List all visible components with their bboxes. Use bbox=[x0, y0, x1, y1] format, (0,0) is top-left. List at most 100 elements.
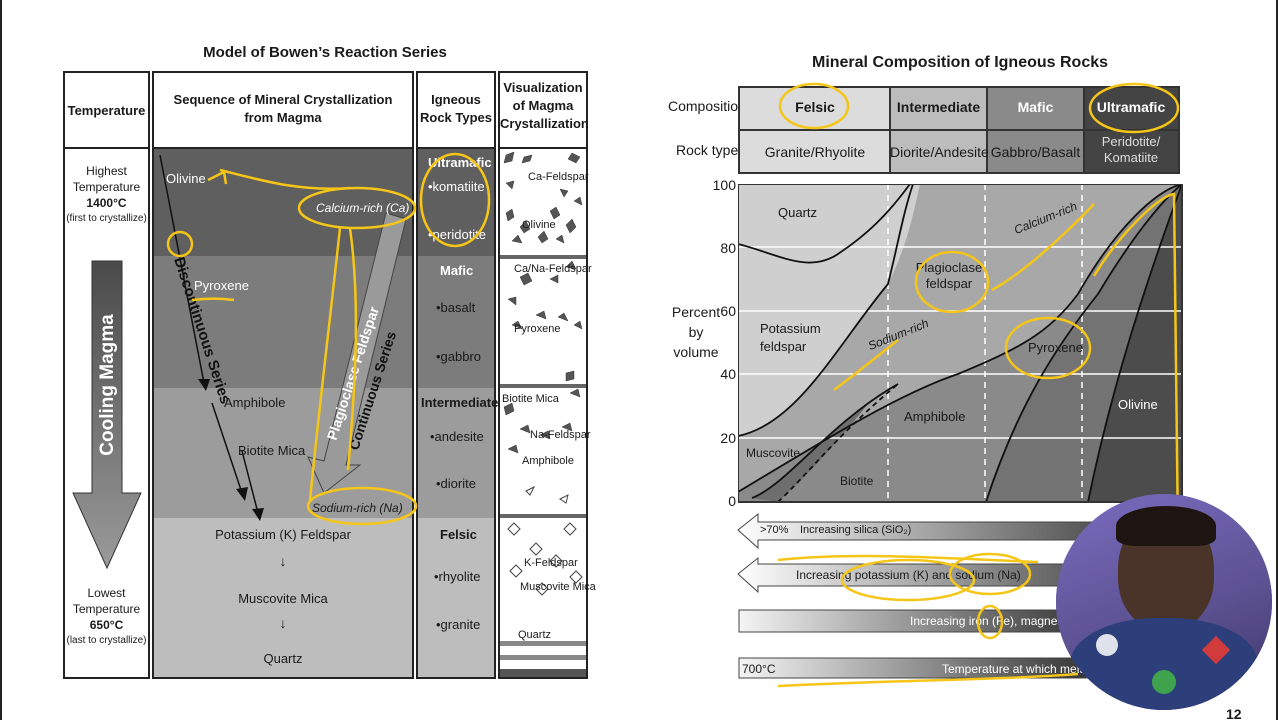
right-annotations bbox=[777, 82, 1180, 688]
cell-granite bbox=[740, 130, 890, 172]
vis-biotite: Biotite Mica bbox=[502, 393, 559, 405]
band-felsic bbox=[154, 518, 412, 677]
sweater-pattern bbox=[1152, 670, 1176, 694]
y-tick-20: 20 bbox=[720, 430, 736, 446]
rock-ultramafic: Ultramafic bbox=[428, 155, 492, 170]
vis-olivine: Olivine bbox=[522, 219, 556, 231]
rock-felsic: Felsic bbox=[440, 527, 477, 542]
mineral-amphibole: Amphibole bbox=[224, 395, 286, 410]
table-row-divider bbox=[740, 129, 1178, 131]
mineral-olivine: Olivine bbox=[166, 171, 206, 186]
region-plagioclase-feldspar: Plagioclase feldspar bbox=[915, 260, 983, 291]
vis-quartz: Quartz bbox=[518, 629, 552, 641]
region-muscovite: Muscovite bbox=[746, 446, 801, 460]
rock-basalt: •basalt bbox=[436, 300, 476, 315]
header-divider bbox=[65, 147, 148, 149]
cell-gabbro bbox=[987, 130, 1084, 172]
header-divider bbox=[500, 147, 586, 149]
y-axis-label-line: by bbox=[688, 324, 704, 340]
trend-iron-magnesium: Increasing iron (Fe), magnesium bbox=[910, 614, 1083, 628]
temperature-column: Temperature Highest Temperature 1400°C (… bbox=[63, 71, 150, 679]
panel-divider bbox=[500, 655, 586, 660]
vis-na-feldspar: Na-Feldspar bbox=[530, 429, 591, 441]
row-label-composition: Composition bbox=[668, 98, 746, 114]
rock-granite: •granite bbox=[436, 617, 481, 632]
trend-bars bbox=[737, 512, 1093, 679]
vis-cana-feldspar: Ca/Na-Feldspar bbox=[514, 263, 592, 275]
cell-diorite bbox=[890, 130, 987, 172]
panel-divider bbox=[500, 514, 586, 518]
rock-mafic: Mafic bbox=[440, 263, 474, 278]
region-pyroxene: Pyroxene bbox=[1028, 340, 1083, 355]
header-divider bbox=[418, 147, 494, 149]
temp-high-line: Highest bbox=[86, 164, 127, 178]
y-axis-label-line: volume bbox=[673, 344, 719, 360]
sequence-header: Sequence of Mineral Crystallization from… bbox=[154, 91, 412, 127]
rock-intermediate: Intermediate bbox=[421, 395, 499, 410]
vis-header-line: Crystallization bbox=[500, 116, 589, 131]
rock-komatiite: •komatiite bbox=[428, 179, 485, 194]
vis-amphibole: Amphibole bbox=[522, 455, 574, 467]
header-divider bbox=[154, 147, 412, 149]
temp-high-line: (first to crystallize) bbox=[66, 213, 147, 224]
presenter-webcam bbox=[1056, 494, 1272, 710]
rock-header-line: Igneous bbox=[431, 92, 481, 107]
temperature-header: Temperature bbox=[67, 103, 146, 118]
region-quartz: Quartz bbox=[778, 205, 818, 220]
region-olivine: Olivine bbox=[1118, 397, 1158, 412]
composition-mafic: Mafic bbox=[1017, 99, 1054, 115]
arrow-down-icon: ↓ bbox=[279, 615, 287, 631]
panel-divider bbox=[500, 669, 586, 677]
panel-divider bbox=[500, 641, 586, 646]
y-axis-label-line: Percent bbox=[671, 304, 721, 320]
crystal-glyphs bbox=[503, 151, 583, 596]
composition-table: Felsic Intermediate Mafic Ultramafic Gra… bbox=[738, 86, 1180, 174]
table-col-divider bbox=[986, 88, 988, 172]
temp-low-value: 650°C bbox=[89, 618, 124, 632]
mineral-muscovite: Muscovite Mica bbox=[238, 591, 328, 606]
composition-title: Mineral Composition of Igneous Rocks bbox=[811, 54, 1109, 71]
vis-header-line: Visualization bbox=[503, 80, 583, 95]
vis-muscovite: Muscovite Mica bbox=[520, 581, 596, 593]
rock-andesite: •andesite bbox=[430, 429, 484, 444]
band-intermediate bbox=[154, 388, 412, 518]
trend-silica: Increasing silica (SiO₂) bbox=[800, 524, 912, 536]
mineral-calcium-rich: Calcium-rich (Ca) bbox=[316, 201, 410, 215]
table-col-divider bbox=[1083, 88, 1085, 172]
rock-gabbro: •gabbro bbox=[436, 349, 482, 364]
slide-right-border bbox=[1276, 0, 1278, 720]
mineral-pyroxene: Pyroxene bbox=[194, 278, 249, 293]
arrow-down-icon: ↓ bbox=[279, 553, 287, 569]
temp-high-line: Temperature bbox=[72, 180, 141, 194]
cell-felsic bbox=[740, 88, 890, 130]
visualization-column: Visualization of Magma Crystallization bbox=[498, 71, 596, 679]
rock-peridotite-komatiite: Peridotite/ Komatiite bbox=[1101, 134, 1161, 165]
band-mafic bbox=[418, 256, 494, 388]
vis-header-line: of Magma bbox=[512, 98, 574, 113]
bowen-title: Model of Bowen’s Reaction Series bbox=[203, 44, 447, 61]
sequence-header-line: Sequence of Mineral Crystallization bbox=[173, 92, 393, 107]
mineral-potassium-feldspar: Potassium (K) Feldspar bbox=[215, 527, 351, 542]
table-col-divider bbox=[889, 88, 891, 172]
sequence-arrows: Discontinuous Series Plagioclase Feldspa… bbox=[159, 154, 407, 521]
temperature-start: 700°C bbox=[742, 662, 776, 676]
cell-mafic bbox=[987, 88, 1084, 130]
cooling-magma-label: Cooling Magma bbox=[97, 314, 118, 456]
rock-rhyolite: •rhyolite bbox=[434, 569, 481, 584]
left-annotations bbox=[166, 152, 491, 526]
rock-gabbro-basalt: Gabbro/Basalt bbox=[990, 144, 1081, 160]
rock-types-header: Igneous Rock Types bbox=[418, 91, 494, 127]
presenter-hair bbox=[1116, 506, 1216, 546]
band-ultramafic bbox=[154, 149, 412, 256]
cooling-magma-arrow: Cooling Magma bbox=[72, 260, 142, 570]
temp-low-line: (last to crystallize) bbox=[66, 635, 147, 646]
region-biotite: Biotite bbox=[840, 474, 874, 488]
y-tick-100: 100 bbox=[712, 177, 736, 193]
composition-graph bbox=[738, 184, 1183, 503]
mineral-quartz: Quartz bbox=[263, 651, 303, 666]
rock-diorite-andesite: Diorite/Andesite bbox=[890, 144, 989, 160]
mineral-biotite: Biotite Mica bbox=[238, 443, 306, 458]
composition-felsic: Felsic bbox=[795, 99, 835, 115]
trend-potassium-sodium: Increasing potassium (K) and sodium (Na) bbox=[796, 568, 1021, 582]
panel-divider bbox=[500, 384, 586, 388]
